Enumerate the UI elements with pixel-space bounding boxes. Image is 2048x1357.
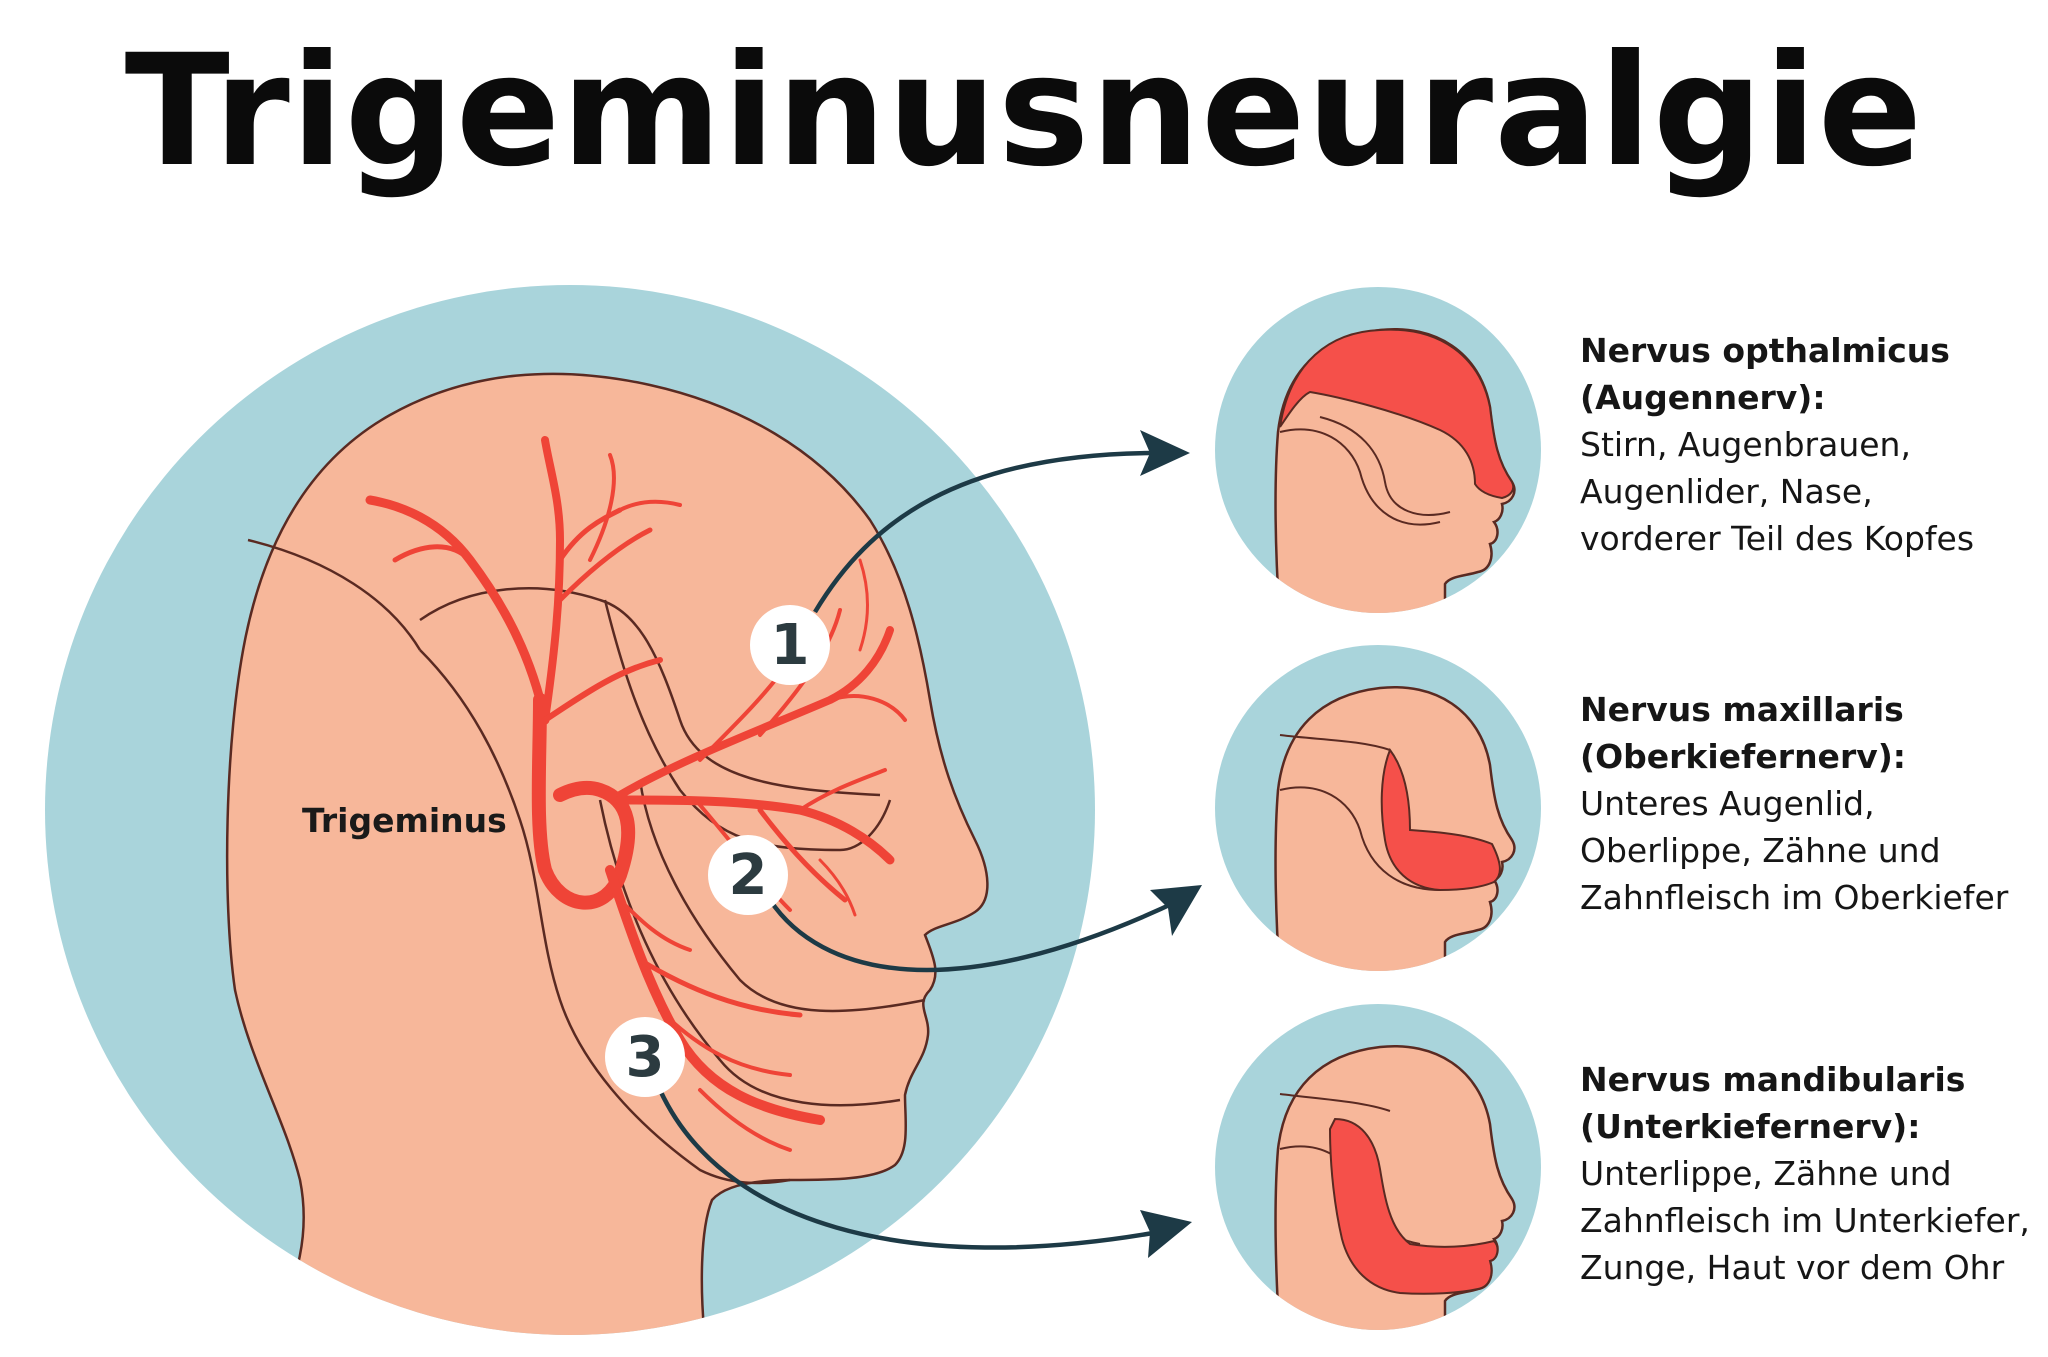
branch-circle-1	[1215, 287, 1541, 613]
mandibular-zone	[1328, 1117, 1499, 1295]
branch-3-line-1: Unterlippe, Zähne und	[1580, 1154, 1952, 1193]
trigeminal-nerve	[365, 436, 907, 1152]
branch-1-line-2: Augenlider, Nase,	[1580, 472, 1873, 511]
arrowheads	[1140, 430, 1202, 1258]
branch-2-line-1: Unteres Augenlid,	[1580, 784, 1875, 823]
arrow-2	[768, 897, 1181, 973]
trigeminus-label: Trigeminus	[302, 801, 507, 840]
branch-3-subheading: (Unterkiefernerv):	[1580, 1107, 1921, 1146]
arrowhead-3	[1140, 1210, 1192, 1258]
arrowhead-2	[1150, 885, 1202, 936]
branch-description-2: Nervus maxillaris (Oberkiefernerv): Unte…	[1580, 686, 2008, 921]
branch-circle-2	[1215, 645, 1541, 971]
branch-2-heading: Nervus maxillaris	[1580, 690, 1904, 729]
maxillary-zone	[1380, 747, 1501, 892]
branch-3-line-2: Zahnfleisch im Unterkiefer,	[1580, 1201, 2030, 1240]
page-title: Trigeminusneuralgie	[124, 22, 1924, 201]
branch-2-subheading: (Oberkiefernerv):	[1580, 737, 1907, 776]
branch-2-line-2: Oberlippe, Zähne und	[1580, 831, 1941, 870]
ophthalmic-zone	[1279, 328, 1515, 500]
marker-2-label: 2	[729, 843, 768, 908]
branch-2-line-3: Zahnfleisch im Oberkiefer	[1580, 878, 2009, 917]
branch-1-subheading: (Augennerv):	[1580, 378, 1826, 417]
branch-description-1: Nervus opthalmicus (Augennerv): Stirn, A…	[1580, 327, 1974, 562]
branch-circle-3	[1215, 1004, 1541, 1330]
marker-2: 2	[708, 835, 788, 915]
branch-3-heading: Nervus mandibularis	[1580, 1060, 1966, 1099]
marker-1-label: 1	[771, 613, 810, 678]
marker-1: 1	[750, 605, 830, 685]
arrow-1	[813, 450, 1151, 614]
branch-1-line-1: Stirn, Augenbrauen,	[1580, 425, 1911, 464]
marker-3: 3	[605, 1017, 685, 1097]
branch-description-3: Nervus mandibularis (Unterkiefernerv): U…	[1580, 1056, 2030, 1291]
branch-arrows	[657, 450, 1181, 1250]
arrowhead-1	[1140, 430, 1190, 476]
branch-1-line-3: vorderer Teil des Kopfes	[1580, 519, 1975, 558]
marker-3-label: 3	[626, 1025, 665, 1090]
branch-3-line-3: Zunge, Haut vor dem Ohr	[1580, 1248, 2005, 1287]
arrow-3	[657, 1089, 1171, 1250]
branch-1-heading: Nervus opthalmicus	[1580, 331, 1950, 370]
